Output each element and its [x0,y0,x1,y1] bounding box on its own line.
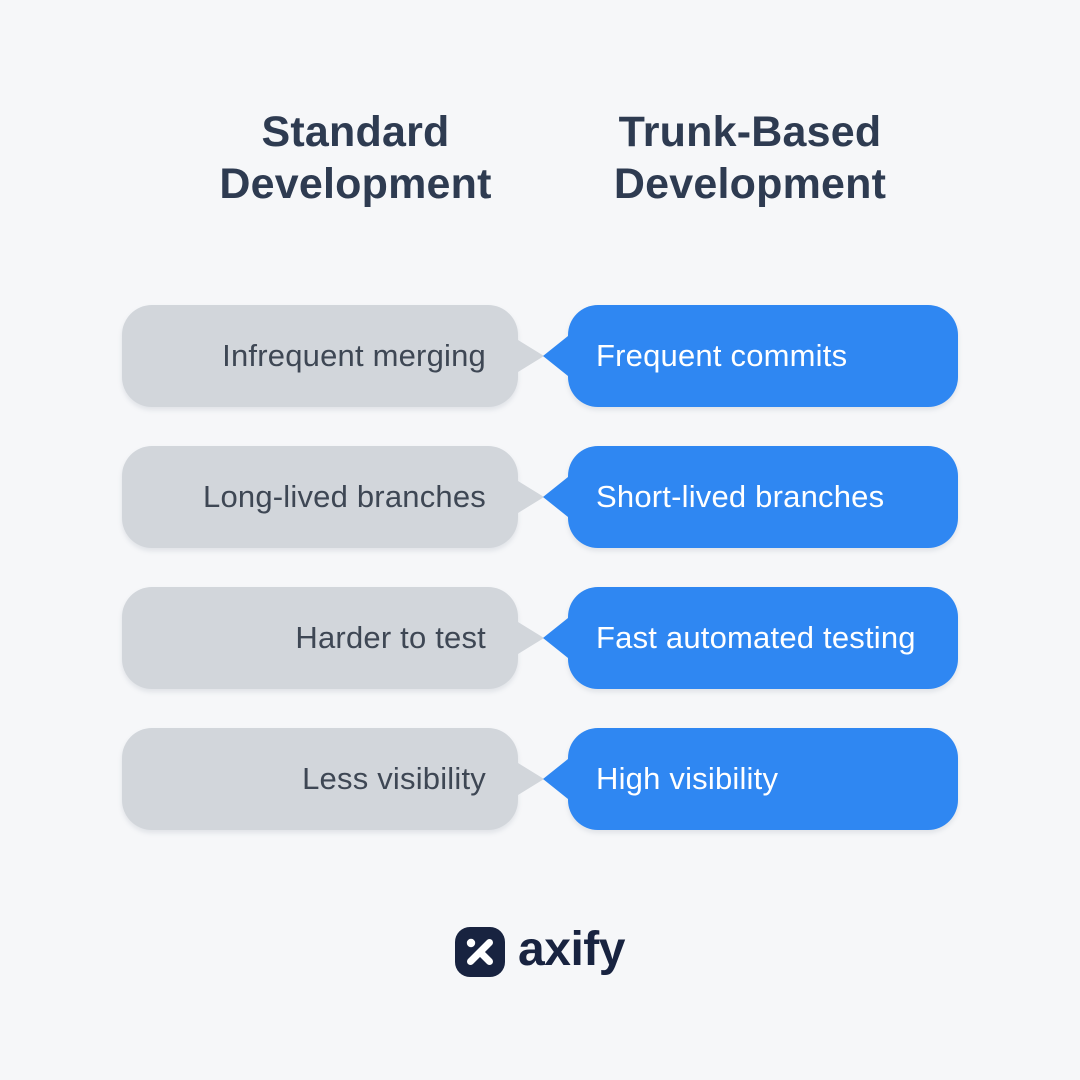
standard-dev-pill: Harder to test [122,587,518,689]
comparison-row-visibility: Less visibility High visibility [122,728,958,830]
pill-label: Fast automated testing [596,620,916,655]
comparison-row-branches: Long-lived branches Short-lived branches [122,446,958,548]
pill-label: Frequent commits [596,338,848,373]
trunk-dev-pill: Frequent commits [568,305,958,407]
trunk-dev-pill: Fast automated testing [568,587,958,689]
column-header-trunk-based-development: Trunk-Based Development [613,108,887,208]
comparison-row-merging: Infrequent merging Frequent commits [122,305,958,407]
pill-label: Harder to test [295,620,486,655]
pill-label: High visibility [596,761,779,796]
pill-label: Less visibility [302,761,486,796]
comparison-row-testing: Harder to test Fast automated testing [122,587,958,689]
axify-x-mark-icon [455,926,506,977]
trunk-dev-pill: Short-lived branches [568,446,958,548]
pill-label: Long-lived branches [203,479,486,514]
pill-label: Infrequent merging [222,338,486,373]
standard-dev-pill: Infrequent merging [122,305,518,407]
column-header-standard-development: Standard Development [219,108,492,208]
standard-dev-pill: Less visibility [122,728,518,830]
trunk-dev-pill: High visibility [568,728,958,830]
axify-wordmark: axify [518,923,625,976]
standard-dev-pill: Long-lived branches [122,446,518,548]
comparison-rows: Infrequent merging Frequent commits Long… [122,305,958,830]
axify-logo: axify [0,922,1080,981]
pill-label: Short-lived branches [596,479,885,514]
